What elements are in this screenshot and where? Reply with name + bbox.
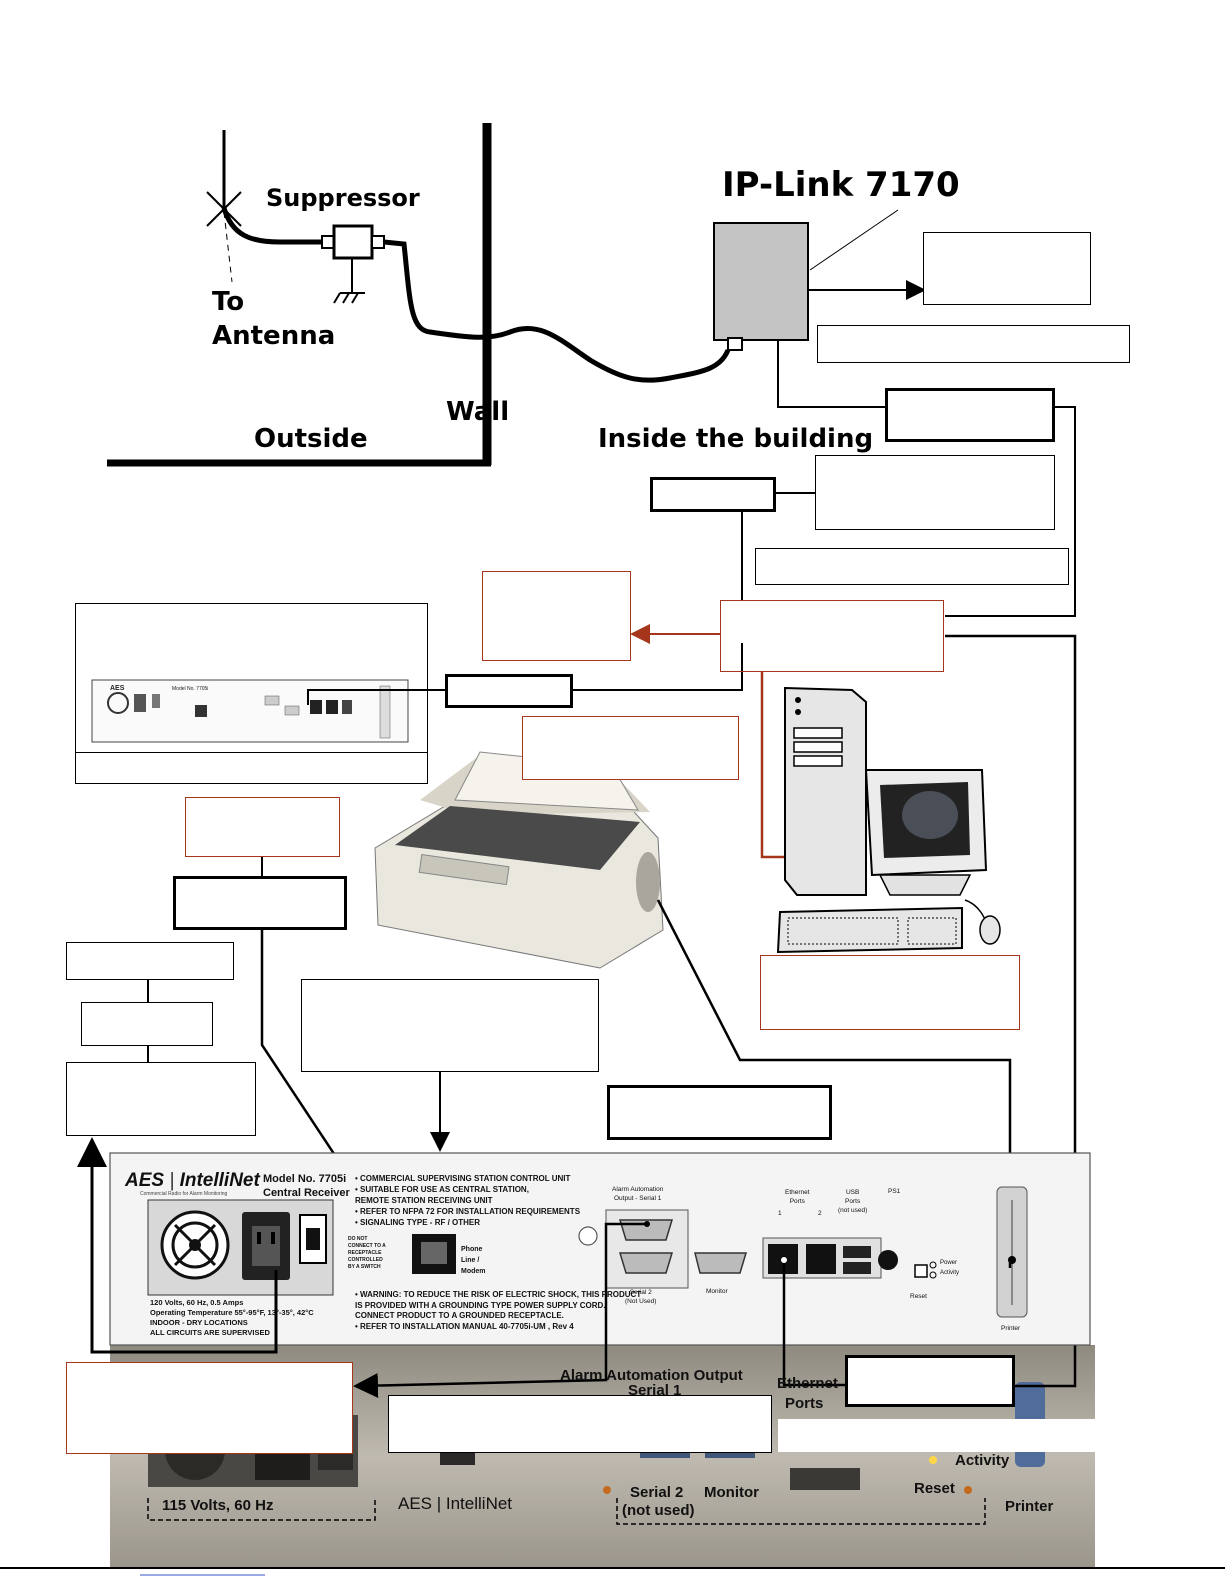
photo-printer: Printer [1005, 1498, 1054, 1515]
callout-box [66, 942, 234, 980]
warning-line: CONNECT PRODUCT TO A GROUNDED RECEPTACLE… [355, 1311, 564, 1320]
photo-voltage: 115 Volts, 60 Hz [162, 1497, 274, 1514]
ground-icon [333, 258, 365, 304]
warning-line: • REFER TO INSTALLATION MANUAL 40-7705i-… [355, 1321, 574, 1331]
brand-product: IntelliNet [179, 1170, 260, 1191]
photo-not-used: (not used) [622, 1502, 695, 1519]
spec-line: 120 Volts, 60 Hz, 0.5 Amps [150, 1298, 244, 1307]
usb-label: USB Ports (not used) [838, 1189, 868, 1214]
svg-text:Model No. 7705i: Model No. 7705i [172, 686, 208, 692]
callout-box [522, 716, 739, 780]
photo-serial1: Serial 1 [628, 1382, 682, 1399]
panel-model-sub: Central Receiver [263, 1187, 350, 1199]
suppressor-icon [321, 224, 385, 260]
callout-box [885, 388, 1055, 442]
warning-line: • WARNING: TO REDUCE THE RISK OF ELECTRI… [355, 1290, 642, 1299]
photo-activity: Activity [955, 1452, 1010, 1469]
bullet-line: • SUITABLE FOR USE AS CENTRAL STATION, [355, 1185, 529, 1194]
ps1-label: PS1 [888, 1188, 901, 1195]
power-switch-icon [299, 1214, 327, 1264]
power-inlet-icon [242, 1212, 290, 1280]
callout-box [607, 1085, 832, 1140]
photo-ports: Ports [785, 1395, 824, 1412]
fan-icon [160, 1210, 230, 1280]
bullet-line: • SIGNALING TYPE - RF / OTHER [355, 1218, 481, 1227]
building-wall [107, 123, 492, 467]
svg-text:AES: AES [110, 685, 125, 692]
callout-box [815, 455, 1055, 530]
photo-serial2: Serial 2 [630, 1484, 684, 1501]
panel-model: Model No. 7705i [263, 1173, 347, 1185]
spec-line: ALL CIRCUITS ARE SUPERVISED [150, 1328, 270, 1337]
ethernet-label: Ethernet Ports [785, 1189, 810, 1205]
bullet-line: REMOTE STATION RECEIVING UNIT [355, 1196, 493, 1205]
ip-link-label: IP-Link 7170 [722, 165, 960, 205]
panel-warning: • WARNING: TO REDUCE THE RISK OF ELECTRI… [355, 1290, 641, 1332]
brand-text: AES [125, 1170, 165, 1191]
eth2-label: 2 [818, 1210, 822, 1217]
callout-box [388, 1395, 772, 1453]
spec-line: Operating Temperature 55°-95°F, 13°-35°,… [150, 1308, 314, 1317]
photo-reset: Reset [914, 1480, 955, 1497]
power-spec: 120 Volts, 60 Hz, 0.5 Amps Operating Tem… [150, 1298, 314, 1338]
callout-box [720, 600, 944, 672]
photo-alarm-output: Alarm Automation Output [560, 1367, 743, 1384]
printer-port-label: Printer [1001, 1325, 1021, 1332]
monitor-label: Monitor [706, 1288, 728, 1295]
suppressor-label: Suppressor [266, 184, 420, 212]
panel-tagline: Commercial Radio for Alarm Monitoring [140, 1191, 228, 1197]
callout-box [301, 979, 599, 1072]
receiver-rear-panel [109, 1152, 1091, 1346]
callout-box [445, 674, 573, 708]
panel-bullets: • COMMERCIAL SUPERVISING STATION CONTROL… [355, 1173, 580, 1228]
callout-box [185, 797, 340, 857]
spec-line: INDOOR - DRY LOCATIONS [150, 1318, 248, 1327]
callout-box [650, 477, 776, 512]
photo-monitor: Monitor [704, 1484, 759, 1501]
callout-box [778, 1419, 1098, 1452]
panel-brand: AES | IntelliNet [125, 1170, 260, 1191]
callout-box [75, 752, 428, 784]
alarm-output-label: Alarm Automation Output - Serial 1 [612, 1186, 664, 1202]
antenna-label: To Antenna [212, 287, 336, 351]
warning-line: IS PROVIDED WITH A GROUNDING TYPE POWER … [355, 1300, 606, 1310]
phone-label: Phone Line / Modem [461, 1246, 486, 1275]
do-not-connect-text: DO NOT CONNECT TO A RECEPTACLE CONTROLLE… [348, 1236, 386, 1270]
antenna-icon [206, 130, 242, 283]
eth1-label: 1 [778, 1210, 782, 1217]
wall-label: Wall [446, 397, 510, 427]
callout-box [482, 571, 631, 661]
phone-jack [412, 1234, 456, 1274]
ip-link-device [713, 209, 899, 351]
callout-box [755, 548, 1069, 585]
inside-label: Inside the building [598, 424, 874, 454]
callout-box [66, 1362, 353, 1454]
callout-box [173, 876, 347, 930]
photo-ethernet: Ethernet [777, 1375, 838, 1392]
callout-box [817, 325, 1130, 363]
power-activity-label: Power Activity [940, 1260, 960, 1276]
callout-box [845, 1355, 1015, 1407]
bullet-line: • COMMERCIAL SUPERVISING STATION CONTROL… [355, 1174, 571, 1183]
bullet-line: • REFER TO NFPA 72 FOR INSTALLATION REQU… [355, 1207, 581, 1216]
callout-box [923, 232, 1091, 305]
reset-label: Reset [910, 1293, 927, 1300]
computer-icon [776, 686, 1001, 954]
photo-brand: AES | IntelliNet [398, 1494, 513, 1513]
callout-box [81, 1002, 213, 1046]
outside-label: Outside [254, 424, 368, 454]
printer-icon [374, 751, 664, 969]
callout-box [66, 1062, 256, 1136]
serial2-label: Serial 2 (Not Used) [625, 1289, 657, 1305]
callout-box [760, 955, 1020, 1030]
